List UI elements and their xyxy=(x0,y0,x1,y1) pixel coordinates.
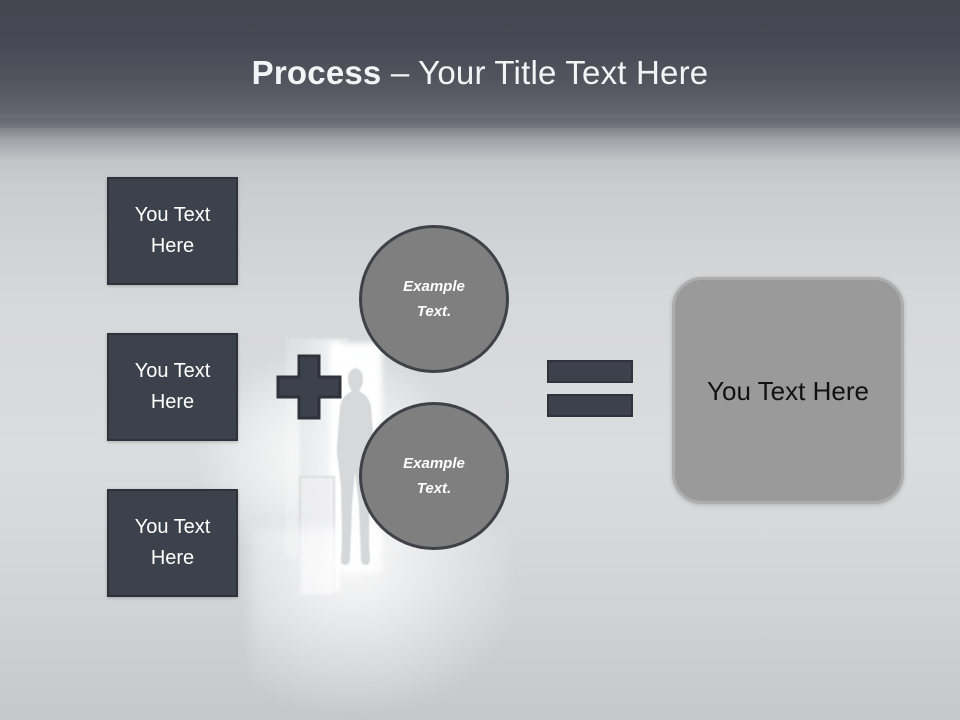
title-band xyxy=(0,0,960,128)
result-panel[interactable]: You Text Here xyxy=(672,277,904,504)
input-box-3-label: You Text Here xyxy=(134,516,211,569)
input-box-1-label: You Text Here xyxy=(134,204,211,257)
input-box-2[interactable]: You Text Here xyxy=(107,333,238,441)
equals-bar-bottom xyxy=(547,394,633,417)
equals-bar-top xyxy=(547,360,633,383)
plus-icon xyxy=(276,354,342,420)
example-circle-1[interactable]: Example Text. xyxy=(359,225,509,373)
equals-icon xyxy=(547,360,633,418)
input-box-1[interactable]: You Text Here xyxy=(107,177,238,285)
example-circle-1-line1: Example xyxy=(403,278,465,295)
input-box-2-label: You Text Here xyxy=(134,360,211,413)
example-circle-2[interactable]: Example Text. xyxy=(359,402,509,550)
page-title: Process – Your Title Text Here xyxy=(0,52,960,94)
result-panel-label: You Text Here xyxy=(707,375,869,406)
floor-light-glow xyxy=(250,528,510,708)
title-band-fade xyxy=(0,118,960,180)
example-circle-1-line2: Text. xyxy=(416,303,452,320)
page-title-bold: Process xyxy=(251,54,382,91)
example-circle-2-line1: Example xyxy=(403,455,465,472)
person-silhouette-icon xyxy=(336,368,374,565)
example-circle-2-line2: Text. xyxy=(416,480,452,497)
page-title-rest: – Your Title Text Here xyxy=(381,54,709,91)
input-box-3[interactable]: You Text Here xyxy=(107,489,238,597)
